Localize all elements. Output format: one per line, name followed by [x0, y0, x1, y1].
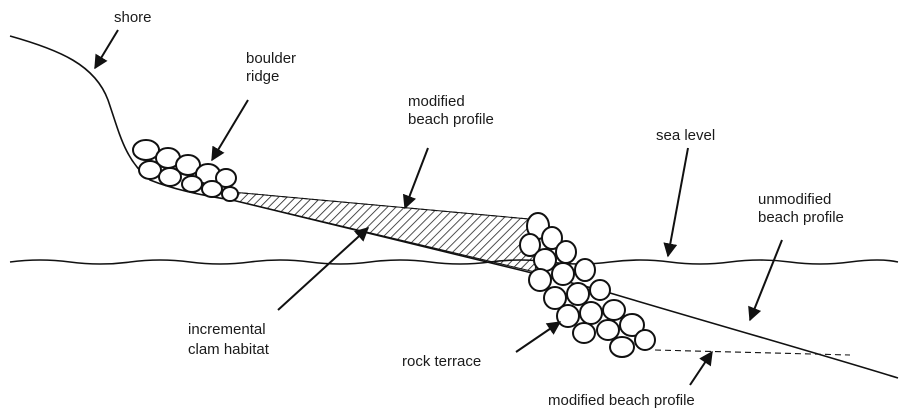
modified-beach-profile-bottom-label: modified beach profile: [548, 392, 695, 409]
modified-beach-profile-top-label-line2: beach profile: [408, 111, 494, 128]
rock-terrace-arrow: [516, 322, 560, 352]
clam-habitat-arrow: [278, 228, 368, 310]
modified-profile-dashed-lower: [655, 350, 850, 355]
boulder-ridge-label-line1: boulder: [246, 50, 296, 67]
unmodified-beach-profile-label-line1: unmodified: [758, 191, 831, 208]
sea-level-label: sea level: [656, 127, 715, 144]
unmodified-profile-arrow: [750, 240, 782, 320]
incremental-clam-habitat-label-line2: clam habitat: [188, 341, 270, 358]
boulder-ridge-arrow: [212, 100, 248, 160]
shore-arrow: [95, 30, 118, 68]
sea-level-arrow: [668, 148, 688, 256]
sea-level-line: [10, 260, 898, 264]
modified-profile-bottom-arrow: [690, 352, 712, 385]
modified-profile-top-arrow: [405, 148, 428, 208]
boulder-ridge-label-line2: ridge: [246, 68, 279, 85]
unmodified-beach-profile-label-line2: beach profile: [758, 209, 844, 226]
incremental-clam-habitat-label-line1: incremental: [188, 321, 266, 338]
modified-beach-profile-top-label-line1: modified: [408, 93, 465, 110]
shore-label: shore: [114, 9, 152, 26]
rock-terrace-label: rock terrace: [402, 353, 481, 370]
